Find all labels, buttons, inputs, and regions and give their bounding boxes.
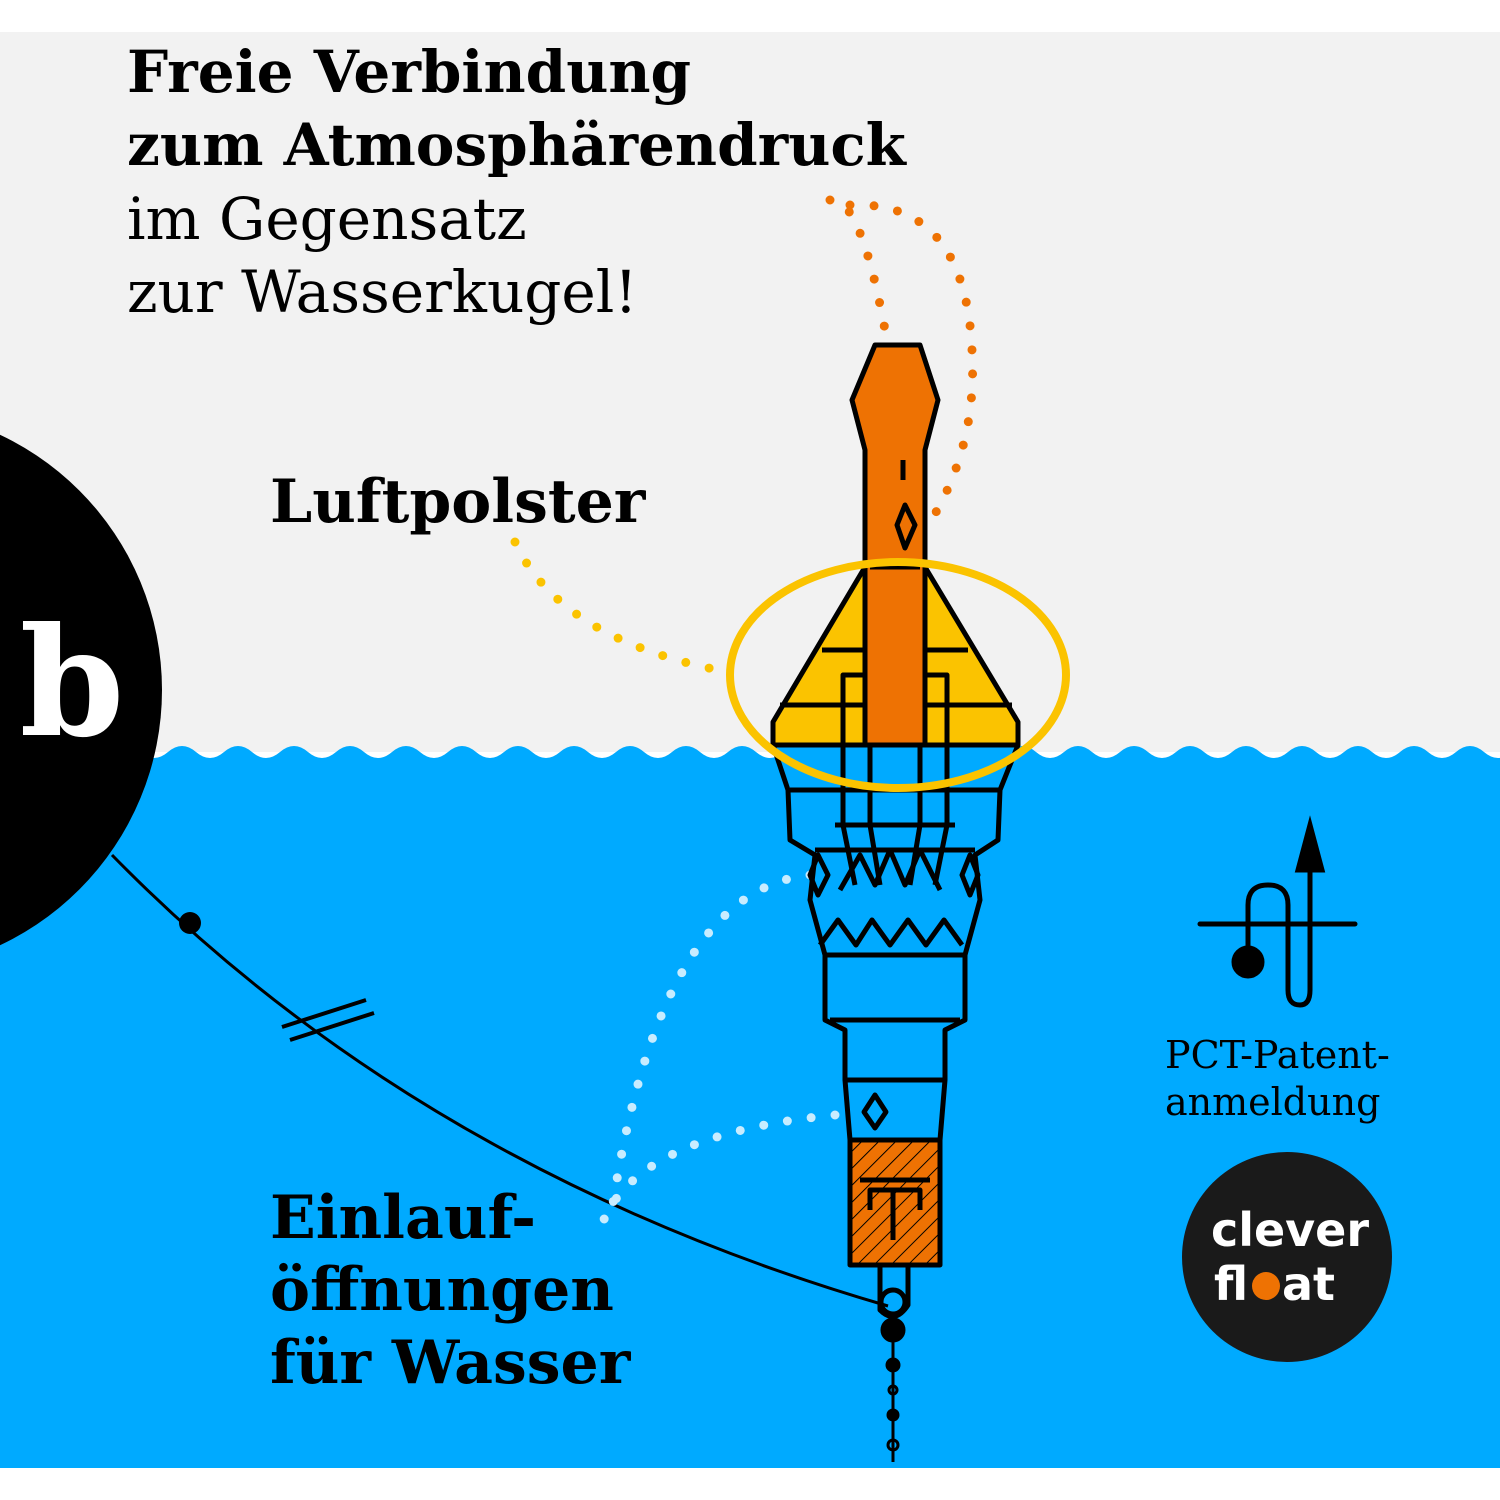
logo-word-fl: fl bbox=[1214, 1257, 1248, 1311]
float-icon bbox=[770, 342, 1021, 1319]
patent-label-line-2: anmeldung bbox=[1165, 1080, 1380, 1124]
inlet-label-line-1: Einlauf- bbox=[270, 1183, 536, 1253]
air-cushion-highlight bbox=[726, 558, 1070, 792]
line-break-mark bbox=[281, 998, 375, 1042]
antenna-tip bbox=[849, 342, 941, 748]
air-area bbox=[0, 32, 1500, 752]
cleverfloat-logo: clever fl at bbox=[1182, 1152, 1392, 1362]
inlet-leaders bbox=[595, 870, 840, 1235]
logo-word-clever: clever bbox=[1211, 1203, 1369, 1257]
fishing-line bbox=[110, 853, 889, 1308]
logo-orange-dot bbox=[1252, 1272, 1280, 1300]
headline-line-3: im Gegensatz bbox=[127, 185, 527, 253]
variant-badge-icon: b bbox=[0, 434, 162, 946]
patent-label-line-1: PCT-Patent- bbox=[1165, 1033, 1390, 1077]
headline-line-2: zum Atmosphärendruck bbox=[127, 111, 908, 179]
patent-symbol-icon bbox=[1197, 815, 1358, 1008]
air-cushion-leader bbox=[510, 537, 733, 677]
variant-letter: b bbox=[20, 595, 125, 771]
inlet-label-line-2: öffnungen bbox=[270, 1255, 614, 1325]
air-cushion-label: Luftpolster bbox=[270, 467, 647, 537]
inlet-label-line-3: für Wasser bbox=[270, 1328, 632, 1398]
logo-word-at: at bbox=[1282, 1257, 1335, 1311]
swivel-chain bbox=[880, 1315, 906, 1462]
water-area bbox=[0, 746, 1500, 1468]
headline-line-4: zur Wasserkugel! bbox=[127, 258, 638, 326]
line-knot bbox=[179, 912, 201, 934]
atmosphere-leaders bbox=[825, 195, 978, 535]
headline-line-1: Freie Verbindung bbox=[127, 38, 691, 106]
